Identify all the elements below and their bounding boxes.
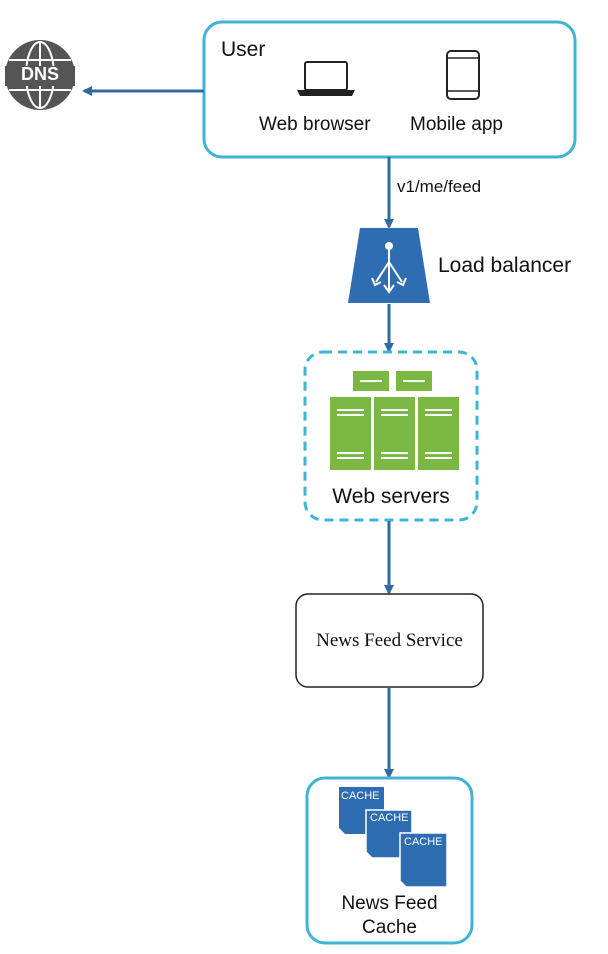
cache-label-line2: Cache	[362, 917, 417, 938]
news-feed-service-label: News Feed Service	[316, 630, 463, 651]
load-balancer-icon	[348, 228, 430, 303]
dns-label: DNS	[20, 64, 59, 84]
dns-globe-icon	[5, 40, 75, 110]
web-servers-label: Web servers	[332, 485, 450, 508]
mobile-phone-icon	[446, 50, 480, 100]
cache-icon-label-1: CACHE	[341, 790, 380, 802]
cache-icon-label-3: CACHE	[404, 836, 443, 848]
server-rack-icon	[330, 371, 459, 470]
edge-label-feed: v1/me/feed	[397, 177, 482, 196]
web-browser-label: Web browser	[259, 114, 371, 135]
web-servers-box	[303, 350, 479, 522]
cache-label-line1: News Feed	[341, 893, 438, 914]
cache-icon	[339, 787, 448, 888]
cache-icon-label-2: CACHE	[370, 812, 409, 824]
user-title: User	[221, 38, 266, 61]
laptop-icon	[297, 61, 355, 96]
news-feed-cache-box	[305, 776, 474, 945]
mobile-app-label: Mobile app	[410, 114, 503, 135]
load-balancer-label: Load balancer	[438, 254, 572, 277]
